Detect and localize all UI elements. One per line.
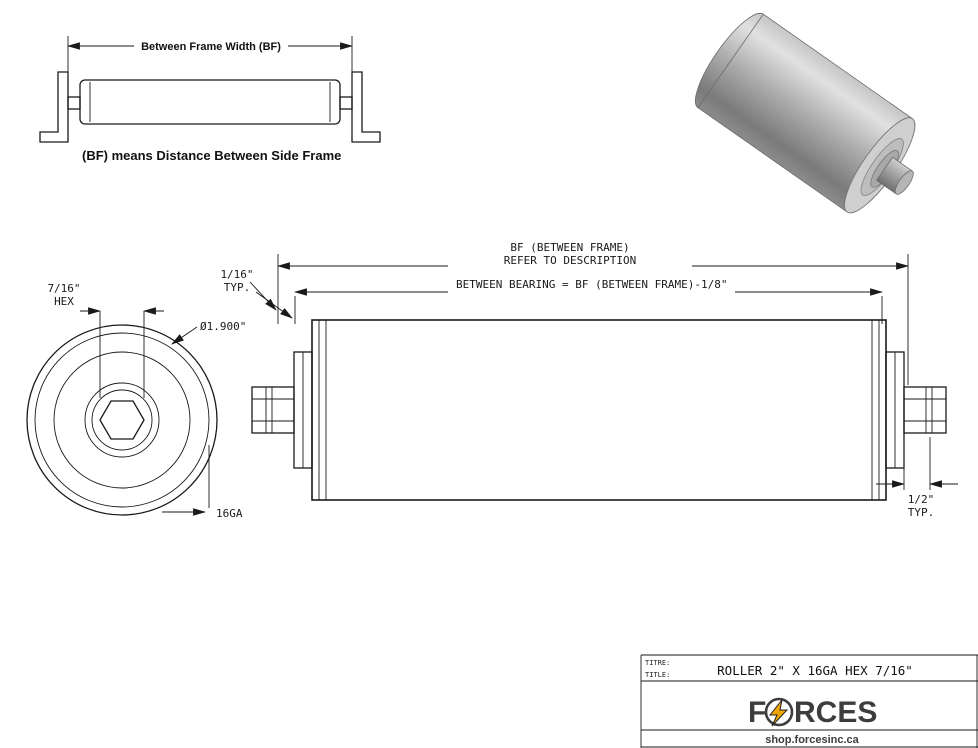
bf-label-line2: REFER TO DESCRIPTION [504,254,636,267]
gauge-text: 16GA [216,507,243,520]
gauge-dimension: 16GA [162,445,243,520]
right-hex-shaft [903,386,947,434]
roller-3d-render [695,12,916,214]
shaft-typ-text: TYP. [908,506,935,519]
hex-dimension: 7/16" HEX [47,282,164,398]
forces-logo: F RCES [748,696,877,729]
hex-size-text: 7/16" [47,282,80,295]
brand-letters-rces: RCES [794,696,877,729]
bf-label-line1: BF (BETWEEN FRAME) [510,241,629,254]
shaft-length-dimension: 1/2" TYP. [876,437,958,519]
left-side-frame [39,71,69,143]
hex-bore [99,400,145,440]
right-side-frame [351,71,381,143]
hex-word-text: HEX [54,295,74,308]
gap-dimension: 1/16" TYP. [220,268,293,319]
lightning-bolt-icon [768,699,789,727]
bf-dimension: BF (BETWEEN FRAME) REFER TO DESCRIPTION [276,241,910,385]
bf-definition-caption: (BF) means Distance Between Side Frame [82,148,341,163]
gap-typ-text: TYP. [224,281,251,294]
left-shaft-stub [67,96,81,110]
roller-side-view [251,319,947,501]
diameter-text: Ø1.900" [200,320,246,333]
roller-tube [311,319,887,501]
frame-width-diagram: Between Frame Width (BF) (BF) means Dist… [39,36,381,163]
roller-body-small [79,79,341,125]
website-text: shop.forcesinc.ca [765,734,859,746]
title-label-en: TITLE: [645,671,670,679]
right-shaft-stub [339,96,353,110]
drawing-title: ROLLER 2" X 16GA HEX 7/16" [717,663,913,678]
shaft-size-text: 1/2" [908,493,935,506]
brand-letter-f: F [748,696,766,729]
frame-width-label: Between Frame Width (BF) [141,41,281,53]
title-label-fr: TITRE: [645,659,670,667]
left-hex-shaft [251,386,295,434]
gap-size-text: 1/16" [220,268,253,281]
between-bearing-text: BETWEEN BEARING = BF (BETWEEN FRAME)-1/8… [456,278,728,291]
roller-end-view: 7/16" HEX Ø1.900" 16GA [26,282,246,520]
title-block: TITRE: TITLE: ROLLER 2" X 16GA HEX 7/16"… [640,654,978,748]
diameter-dimension: Ø1.900" [171,320,246,345]
between-bearing-dimension: BETWEEN BEARING = BF (BETWEEN FRAME)-1/8… [293,278,884,324]
